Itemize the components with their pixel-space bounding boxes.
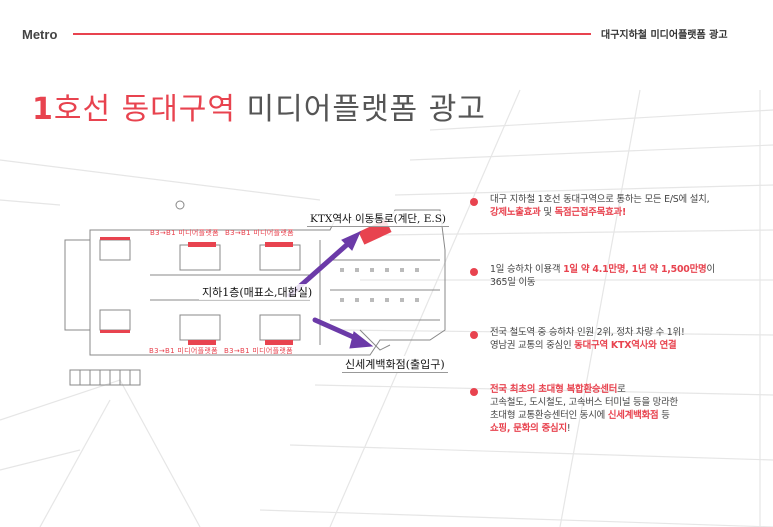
platform-label: B3→B1 미디어플랫폼 bbox=[224, 347, 293, 355]
bullet-text: 등 bbox=[658, 410, 670, 421]
page-title: 1호선 동대구역 미디어플랫폼 광고 bbox=[32, 84, 486, 128]
bullet-text: 대구 지하철 1호선 동대구역으로 통하는 모든 E/S에 설치, bbox=[490, 194, 710, 205]
bullet-text: 고속철도, 도시철도, 고속버스 터미널 등을 망라한 bbox=[490, 397, 678, 408]
bullet-highlight: 1일 약 4.1만명, 1년 약 1,500만명 bbox=[563, 264, 707, 275]
bullet-highlight: 신세계백화점 bbox=[607, 410, 659, 421]
platform-label: B3→B1 미디어플랫폼 bbox=[149, 347, 218, 355]
header-category: 대구지하철 미디어플랫폼 광고 bbox=[601, 30, 728, 41]
header-divider bbox=[73, 33, 591, 35]
bullet-text: 전국 철도역 중 승하차 인원 2위, 정차 차량 수 1위! bbox=[490, 327, 685, 338]
bullet-text: 1일 승하차 이용객 bbox=[490, 264, 564, 275]
bullet-highlight: 독점근접주목효과! bbox=[554, 207, 627, 218]
bullet-text: 365일 이동 bbox=[490, 277, 536, 288]
bullet-dot-icon bbox=[470, 268, 478, 276]
bullet-text: ! bbox=[566, 423, 571, 434]
bullet-text: 로 bbox=[617, 384, 626, 395]
bullet-text: 영남권 교통의 중심인 bbox=[490, 340, 575, 351]
title-line-number: 1 bbox=[32, 92, 54, 127]
map-label-shinsegae: 신세계백화점(출입구) bbox=[342, 356, 448, 373]
platform-label: B3→B1 미디어플랫폼 bbox=[150, 229, 219, 237]
floor-plan-drawing bbox=[64, 200, 446, 386]
map-label-b1: 지하1층(매표소,대합실) bbox=[199, 284, 316, 300]
bullet-dot-icon bbox=[470, 331, 478, 339]
bullet-highlight: 동대구역 KTX역사와 연결 bbox=[574, 340, 677, 351]
station-floor-map: KTX역사 이동통로(계단, E.S) 지하1층(매표소,대합실) 신세계백화점… bbox=[60, 180, 452, 395]
platform-label: B3→B1 미디어플랫폼 bbox=[225, 229, 294, 237]
brand-name: Metro bbox=[22, 27, 58, 42]
title-rest: 미디어플랫폼 광고 bbox=[236, 92, 486, 127]
map-label-ktx: KTX역사 이동통로(계단, E.S) bbox=[307, 211, 450, 227]
title-station: 호선 동대구역 bbox=[53, 92, 237, 127]
bullet-text: 이 bbox=[706, 264, 715, 275]
bullet-text: 및 bbox=[540, 207, 555, 218]
bullet-highlight: 쇼핑, 문화의 중심지 bbox=[490, 423, 567, 434]
bullet-highlight: 강제노출효과 bbox=[490, 207, 541, 218]
bullet-text: 초대형 교통환승센터인 동시에 bbox=[490, 410, 608, 421]
bullet-dot-icon bbox=[470, 388, 478, 396]
bullet-dot-icon bbox=[470, 198, 478, 206]
bullet-highlight: 전국 최초의 초대형 복합환승센터 bbox=[490, 384, 618, 395]
